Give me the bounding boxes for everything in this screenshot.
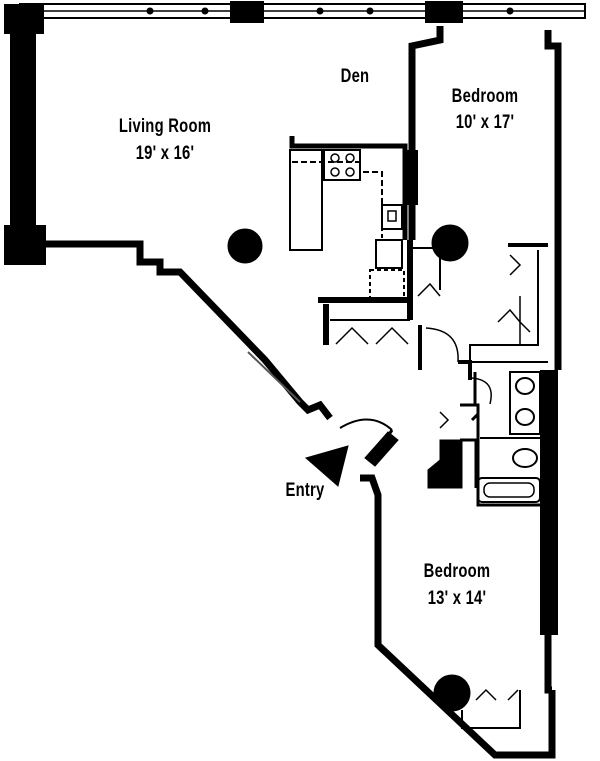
bedroom-2-dimensions: 13' x 14' — [427, 588, 487, 609]
bedroom-2-column — [433, 674, 471, 712]
window-diagonal — [247, 351, 301, 403]
bedroom-1-dimensions: 10' x 17' — [455, 112, 515, 133]
bedroom-2-label: Bedroom — [423, 561, 491, 582]
hall-closets — [318, 240, 441, 345]
hall-doors — [418, 325, 492, 405]
entry-arrow-icon — [304, 445, 349, 487]
bedroom-1-closet — [469, 243, 548, 363]
den-label: Den — [340, 66, 370, 87]
left-wall — [4, 4, 46, 265]
living-room-column — [227, 228, 263, 264]
top-window-wall — [19, 1, 586, 23]
bedroom-2-closet — [461, 688, 521, 729]
bedroom-1-label: Bedroom — [451, 86, 519, 107]
living-room-dimensions: 19' x 16' — [135, 143, 195, 164]
kitchen — [289, 136, 408, 301]
entry-door — [339, 418, 399, 467]
chase-block — [427, 439, 463, 489]
den-bedroom-wall — [408, 26, 444, 240]
living-room-label: Living Room — [118, 116, 212, 137]
living-room-outer-wall — [40, 240, 333, 421]
right-outer-wall — [544, 30, 562, 370]
bedroom-2-outer-wall — [360, 474, 556, 759]
bathroom — [439, 371, 541, 507]
entry-label: Entry — [285, 480, 325, 501]
bedroom-1-column — [431, 224, 469, 262]
